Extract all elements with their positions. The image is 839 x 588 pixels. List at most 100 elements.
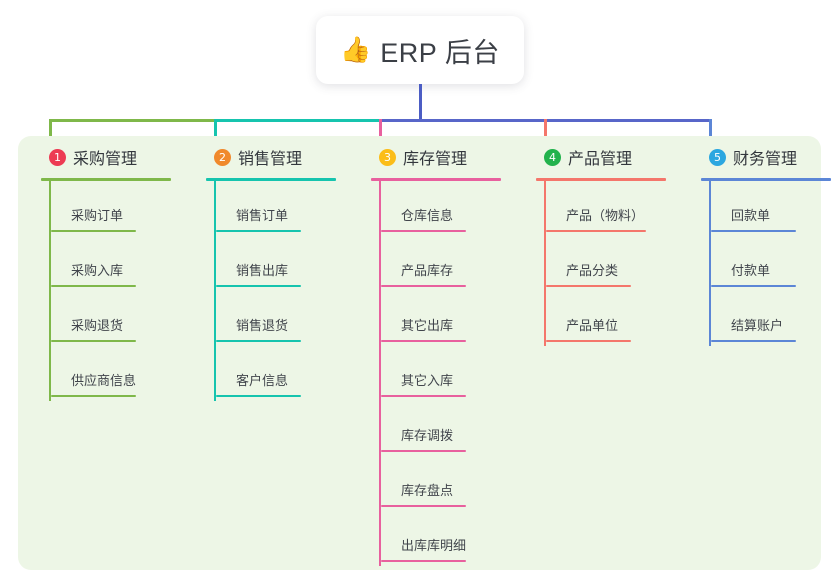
branch-item-label: 供应商信息 xyxy=(71,373,137,388)
bus-segment-mid xyxy=(214,119,381,122)
branch-item[interactable]: 其它入库 xyxy=(379,346,526,401)
branch-item[interactable]: 供应商信息 xyxy=(49,346,196,401)
branch-item-underline xyxy=(711,230,796,232)
branch-header-库存管理[interactable]: 3 库存管理 xyxy=(361,144,526,170)
branch-item[interactable]: 库存盘点 xyxy=(379,456,526,511)
branch-children: 回款单付款单结算账户 xyxy=(709,181,839,346)
branch-item[interactable]: 销售出库 xyxy=(214,236,361,291)
branch-item-label: 仓库信息 xyxy=(401,208,454,223)
branch-item-label: 其它出库 xyxy=(401,318,454,333)
branch-children: 仓库信息产品库存其它出库其它入库库存调拨库存盘点出库库明细 xyxy=(379,181,526,566)
branch-title: 库存管理 xyxy=(403,151,468,168)
branch-item-label: 产品库存 xyxy=(401,263,454,278)
branch-children: 采购订单采购入库采购退货供应商信息 xyxy=(49,181,196,401)
branch-underline xyxy=(206,178,336,181)
branch-item[interactable]: 库存调拨 xyxy=(379,401,526,456)
branch-item-label: 销售出库 xyxy=(236,263,289,278)
branch-item-label: 付款单 xyxy=(731,263,771,278)
branch-spine xyxy=(379,181,381,566)
branch-item[interactable]: 产品分类 xyxy=(544,236,691,291)
branch-item-underline xyxy=(546,285,631,287)
branch-item[interactable]: 产品库存 xyxy=(379,236,526,291)
branch-item[interactable]: 其它出库 xyxy=(379,291,526,346)
branch-item-label: 产品分类 xyxy=(566,263,619,278)
branch-item-underline xyxy=(711,285,796,287)
branch-item-label: 销售订单 xyxy=(236,208,289,223)
branch-item[interactable]: 采购订单 xyxy=(49,181,196,236)
branch-item[interactable]: 结算账户 xyxy=(709,291,839,346)
branch-item-label: 采购订单 xyxy=(71,208,124,223)
branch-item[interactable]: 销售订单 xyxy=(214,181,361,236)
branch-item[interactable]: 产品单位 xyxy=(544,291,691,346)
branch-item-label: 销售退货 xyxy=(236,318,289,333)
bus-segment-left xyxy=(49,119,216,122)
branch-item-underline xyxy=(51,395,136,397)
branch-item[interactable]: 出库库明细 xyxy=(379,511,526,566)
branch-header-销售管理[interactable]: 2 销售管理 xyxy=(196,144,361,170)
branch-item[interactable]: 付款单 xyxy=(709,236,839,291)
branch-item[interactable]: 产品（物料） xyxy=(544,181,691,236)
branch-item[interactable]: 仓库信息 xyxy=(379,181,526,236)
branch-item-underline xyxy=(381,230,466,232)
branch-item-underline xyxy=(381,395,466,397)
branch-children: 销售订单销售出库销售退货客户信息 xyxy=(214,181,361,401)
branch-item-underline xyxy=(381,285,466,287)
branch-item-label: 结算账户 xyxy=(731,318,784,333)
branches-panel xyxy=(18,136,821,570)
branch-title: 财务管理 xyxy=(733,151,798,168)
branch-item-label: 回款单 xyxy=(731,208,771,223)
branch-column-销售管理: 2 销售管理销售订单销售出库销售退货客户信息 xyxy=(196,144,361,401)
branch-item-underline xyxy=(216,340,301,342)
root-node[interactable]: 👍 ERP 后台 xyxy=(316,16,524,84)
branch-underline xyxy=(41,178,171,181)
branch-item-underline xyxy=(216,285,301,287)
branch-item-underline xyxy=(546,340,631,342)
branch-item-underline xyxy=(546,230,646,232)
root-title: ERP 后台 xyxy=(380,37,500,68)
branch-title: 产品管理 xyxy=(568,151,633,168)
branch-item-label: 其它入库 xyxy=(401,373,454,388)
branch-item-underline xyxy=(216,230,301,232)
branch-item-label: 客户信息 xyxy=(236,373,289,388)
thumbs-up-icon: 👍 xyxy=(340,35,372,64)
branch-title: 采购管理 xyxy=(73,151,138,168)
branch-item-label: 出库库明细 xyxy=(401,538,467,553)
branch-item[interactable]: 回款单 xyxy=(709,181,839,236)
branch-spine xyxy=(49,181,51,401)
branch-badge-5: 5 xyxy=(709,148,726,166)
branch-item[interactable]: 采购入库 xyxy=(49,236,196,291)
branch-underline xyxy=(701,178,831,181)
branch-item-label: 采购退货 xyxy=(71,318,124,333)
root-stem xyxy=(419,84,422,121)
branch-underline xyxy=(371,178,501,181)
branch-item-underline xyxy=(51,230,136,232)
branch-item-underline xyxy=(51,340,136,342)
branch-item-underline xyxy=(711,340,796,342)
branch-item-underline xyxy=(381,505,466,507)
branch-item-label: 产品（物料） xyxy=(566,208,645,223)
branch-item-underline xyxy=(216,395,301,397)
branch-underline xyxy=(536,178,666,181)
branch-item[interactable]: 客户信息 xyxy=(214,346,361,401)
branch-item-label: 产品单位 xyxy=(566,318,619,333)
branch-item-underline xyxy=(381,560,466,562)
branch-header-财务管理[interactable]: 5 财务管理 xyxy=(691,144,839,170)
branch-badge-2: 2 xyxy=(214,148,231,166)
branch-spine xyxy=(214,181,216,401)
branch-column-财务管理: 5 财务管理回款单付款单结算账户 xyxy=(691,144,839,346)
branch-spine xyxy=(544,181,546,346)
branch-children: 产品（物料） 产品分类产品单位 xyxy=(544,181,691,346)
branch-item[interactable]: 销售退货 xyxy=(214,291,361,346)
branch-badge-3: 3 xyxy=(379,148,396,166)
branch-item-underline xyxy=(51,285,136,287)
branch-item-underline xyxy=(381,450,466,452)
branch-item[interactable]: 采购退货 xyxy=(49,291,196,346)
branch-item-underline xyxy=(381,340,466,342)
branch-title: 销售管理 xyxy=(238,151,303,168)
branch-item-label: 库存调拨 xyxy=(401,428,454,443)
